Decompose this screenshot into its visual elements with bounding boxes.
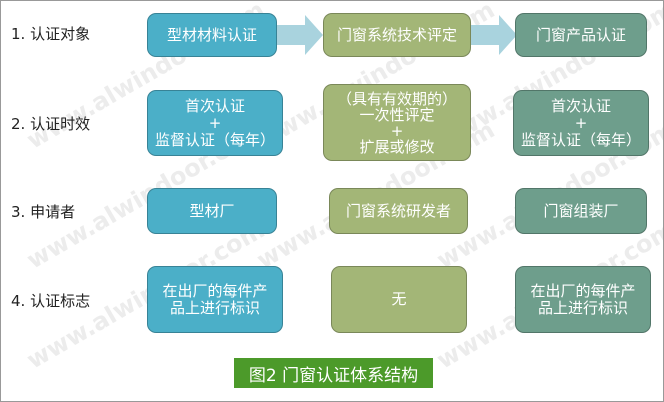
arrow-right-icon [469,15,517,55]
box-product-cert: 门窗产品认证 [515,13,647,57]
box-applicant: 门窗系统研发者 [329,188,468,234]
box-validity: （具有有效期的） 一次性评定 + 扩展或修改 [323,84,471,161]
box-mark: 在出厂的每件产 品上进行标识 [147,266,283,333]
row-label: 2. 认证时效 [11,115,91,133]
box-applicant: 型材厂 [147,188,277,234]
arrow-right-icon [275,15,323,55]
box-validity: 首次认证 + 监督认证（每年） [147,90,283,156]
row-label: 3. 申请者 [11,203,76,221]
row-label: 1. 认证对象 [11,25,91,43]
box-profile-material-cert: 型材材料认证 [147,13,277,57]
box-validity: 首次认证 + 监督认证（每年） [513,90,649,156]
box-system-evaluation: 门窗系统技术评定 [323,13,471,57]
row-label: 4. 认证标志 [11,292,91,310]
box-mark: 无 [331,266,467,333]
box-applicant: 门窗组装厂 [515,188,647,234]
box-mark: 在出厂的每件产 品上进行标识 [515,266,651,333]
figure-caption: 图2 门窗认证体系结构 [234,358,433,388]
